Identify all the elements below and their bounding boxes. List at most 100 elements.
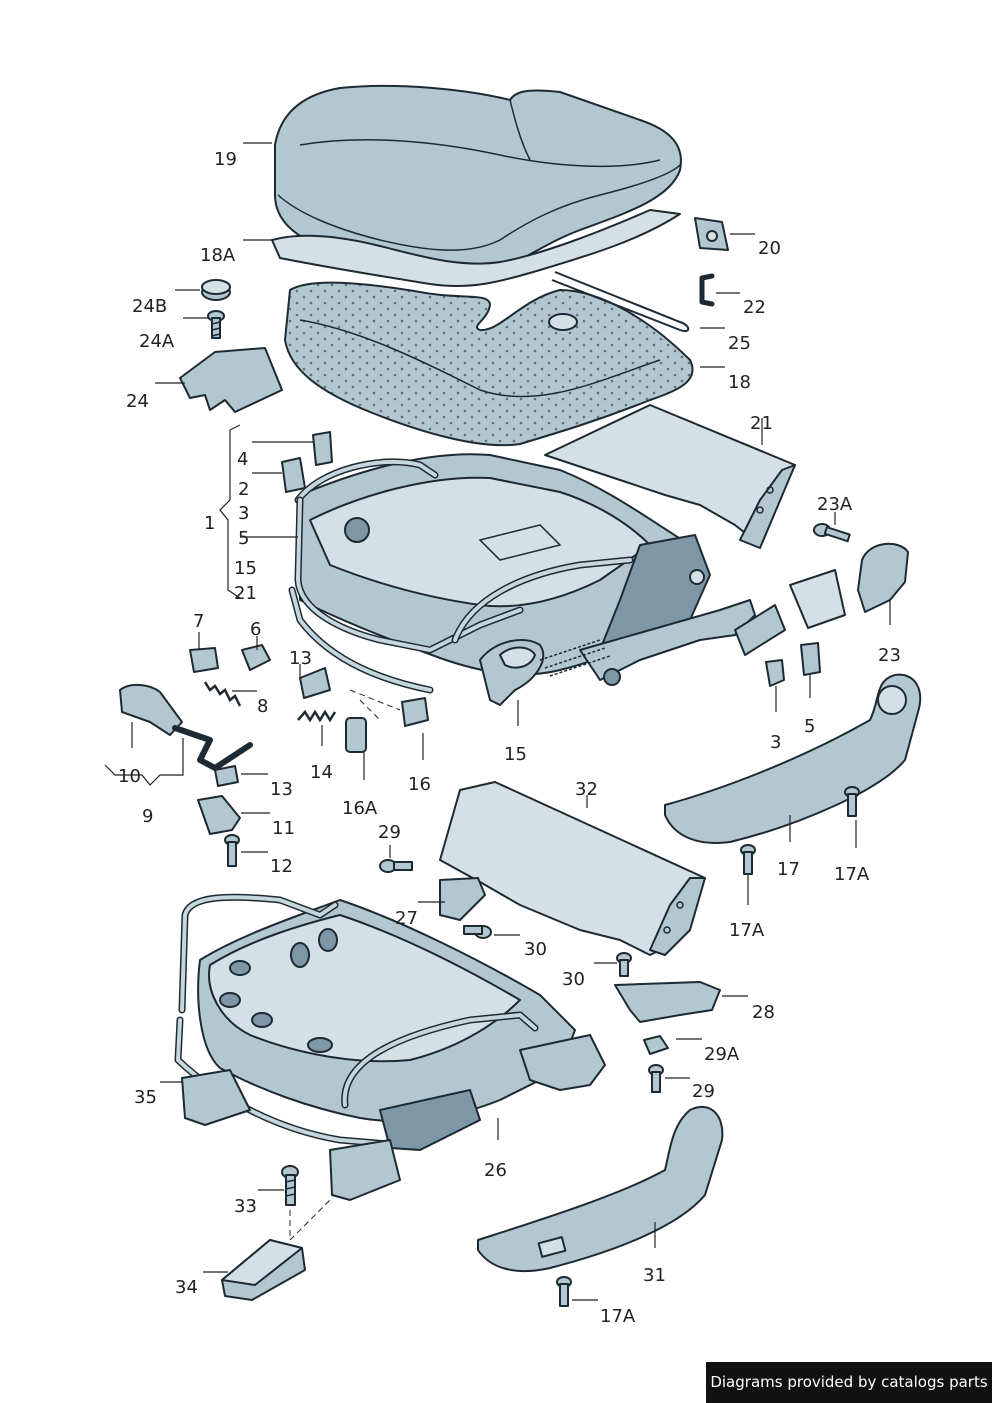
bolt-part-29	[379, 859, 413, 873]
label-2: 2	[238, 479, 249, 500]
nut-part-29A	[643, 1035, 669, 1055]
label-21-top: 21	[750, 413, 773, 434]
label-1: 1	[204, 513, 215, 534]
label-3-list: 3	[238, 503, 249, 524]
label-22: 22	[743, 297, 766, 318]
trim-strip	[789, 569, 846, 629]
handle-part-10	[119, 684, 183, 736]
clip-part-4	[312, 431, 333, 466]
bracket-part-27	[439, 877, 486, 921]
label-16A: 16A	[342, 798, 378, 819]
assembly-guide-lines	[349, 689, 401, 721]
screw-part-24A	[207, 310, 225, 339]
label-15: 15	[504, 744, 527, 765]
label-24A: 24A	[139, 331, 175, 352]
screw-part-17A-b	[740, 844, 756, 875]
label-5-list: 5	[238, 528, 249, 549]
bushing-part-13	[299, 667, 331, 699]
clip-hole-part-20	[706, 230, 718, 242]
label-24B: 24B	[132, 296, 167, 317]
label-32: 32	[575, 779, 598, 800]
label-11: 11	[272, 818, 295, 839]
bracket-part-7	[189, 647, 219, 673]
bracket-part-28	[614, 981, 721, 1023]
label-26: 26	[484, 1160, 507, 1181]
label-34: 34	[175, 1277, 198, 1298]
cover-panel-part-21	[544, 404, 796, 549]
clip-part-6	[241, 644, 271, 671]
clip-part-2	[281, 457, 306, 493]
credit-banner: Diagrams provided by catalogs parts	[706, 1362, 992, 1403]
screw-part-23A	[813, 523, 851, 543]
label-9: 9	[142, 806, 153, 827]
label-19: 19	[214, 149, 237, 170]
label-8: 8	[257, 696, 268, 717]
label-18A: 18A	[200, 245, 236, 266]
label-29-bottom: 29	[692, 1081, 715, 1102]
label-21-list: 21	[234, 583, 257, 604]
bolt-part-29b	[648, 1064, 664, 1093]
label-29-top: 29	[378, 822, 401, 843]
clip-part-3	[765, 659, 785, 687]
screw-part-12	[224, 834, 240, 867]
leader-lines	[104, 142, 891, 1301]
label-15-list: 15	[234, 558, 257, 579]
label-17A-right: 17A	[834, 864, 870, 885]
label-20: 20	[758, 238, 781, 259]
bolt-part-33	[281, 1165, 299, 1206]
cap-part-24B	[201, 279, 231, 301]
spring-part-8	[203, 681, 242, 707]
pad-part-18A	[271, 209, 681, 287]
label-18: 18	[728, 372, 751, 393]
wire-part-25	[551, 271, 690, 332]
label-17A-middle: 17A	[729, 920, 765, 941]
cap-part-16A	[345, 717, 367, 753]
bushing-part-13b	[214, 765, 239, 787]
label-25: 25	[728, 333, 751, 354]
bolt-part-30	[463, 925, 492, 939]
label-29A: 29A	[704, 1044, 740, 1065]
label-23: 23	[878, 645, 901, 666]
trim-slot-part-31	[537, 1236, 567, 1258]
label-10: 10	[118, 766, 141, 787]
label-23A: 23A	[817, 494, 853, 515]
label-4: 4	[237, 449, 248, 470]
label-17: 17	[777, 859, 800, 880]
label-13-bottom: 13	[270, 779, 293, 800]
label-12: 12	[270, 856, 293, 877]
foam-cushion-part-18	[284, 281, 694, 447]
seat-pan-assembly-upper	[288, 453, 786, 706]
screw-part-17A-c	[556, 1276, 572, 1307]
label-16: 16	[408, 774, 431, 795]
label-14: 14	[310, 762, 333, 783]
cover-part-34	[221, 1239, 306, 1301]
label-24: 24	[126, 391, 149, 412]
clip-part-22	[699, 273, 715, 307]
label-7: 7	[193, 611, 204, 632]
cover-panel-part-32	[439, 781, 706, 956]
rail-part-lower	[329, 1139, 401, 1201]
bolt-part-30b	[616, 952, 632, 977]
clip-part-16	[401, 697, 429, 727]
label-27: 27	[395, 908, 418, 929]
trim-part-17	[664, 673, 922, 844]
spring-part-14	[297, 709, 337, 723]
label-3: 3	[770, 732, 781, 753]
rail-part-35	[181, 1069, 251, 1126]
part-labels: 19 18A 24B 24A 24 20 22 25 18 21 4 2 1 3…	[118, 149, 901, 1327]
label-35: 35	[134, 1087, 157, 1108]
bracket-part-24	[179, 347, 283, 413]
label-31: 31	[643, 1265, 666, 1286]
clip-part-5	[800, 642, 821, 676]
label-30-bottom: 30	[562, 969, 585, 990]
bracket-part-23	[857, 542, 909, 613]
label-28: 28	[752, 1002, 775, 1023]
label-6: 6	[250, 619, 261, 640]
label-30-top: 30	[524, 939, 547, 960]
rod-part-9	[172, 725, 253, 771]
screw-part-17A-a	[844, 786, 860, 817]
label-5: 5	[804, 716, 815, 737]
trim-part-31	[477, 1105, 724, 1273]
label-33: 33	[234, 1196, 257, 1217]
